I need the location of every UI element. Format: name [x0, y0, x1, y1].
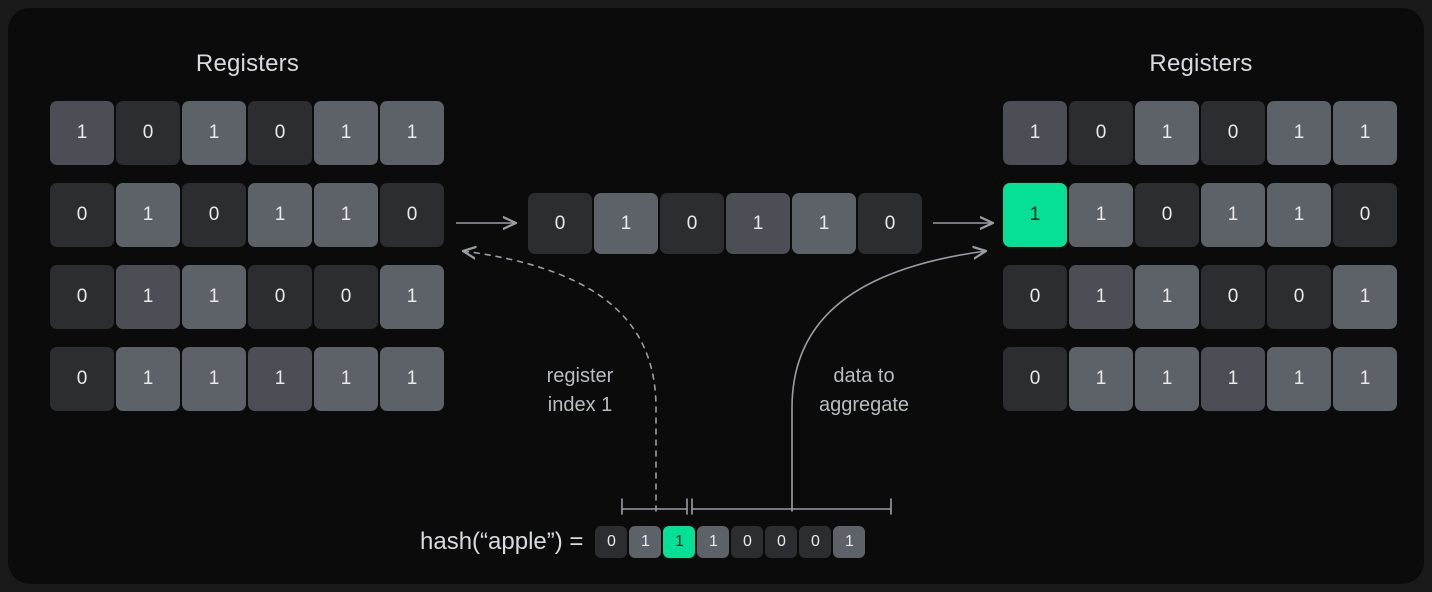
register-cell: 0	[1201, 101, 1265, 165]
register-cell: 1	[1201, 183, 1265, 247]
register-cell-highlighted: 1	[1003, 183, 1067, 247]
register-cell: 0	[1201, 265, 1265, 329]
annotation-register-index: register index 1	[546, 365, 614, 416]
register-cell: 1	[1135, 101, 1199, 165]
selected-register-cell: 1	[594, 193, 658, 254]
register-cell: 1	[314, 101, 378, 165]
register-cell: 1	[1069, 183, 1133, 247]
register-cell: 0	[1003, 347, 1067, 411]
register-cell: 0	[248, 101, 312, 165]
register-cell: 1	[248, 183, 312, 247]
register-cell: 0	[380, 183, 444, 247]
register-cell: 0	[50, 183, 114, 247]
register-cell: 1	[1267, 183, 1331, 247]
register-cell: 1	[116, 265, 180, 329]
hash-bit: 0	[595, 526, 628, 558]
bracket-data-bits	[691, 498, 892, 515]
register-cell: 1	[1069, 265, 1133, 329]
register-cell: 1	[116, 183, 180, 247]
register-cell: 0	[1267, 265, 1331, 329]
selected-register-cell: 1	[792, 193, 856, 254]
register-cell: 0	[182, 183, 246, 247]
selected-register-cell: 1	[726, 193, 790, 254]
hash-bit: 0	[799, 526, 832, 558]
register-cell: 1	[1267, 347, 1331, 411]
register-cell: 1	[380, 347, 444, 411]
registers-title-right: Registers	[1149, 50, 1253, 77]
register-cell: 0	[116, 101, 180, 165]
hash-bit: 0	[765, 526, 798, 558]
register-cell: 1	[1333, 101, 1397, 165]
register-cell: 1	[116, 347, 180, 411]
register-cell: 1	[1135, 347, 1199, 411]
register-cell: 1	[182, 265, 246, 329]
annotation-data-to-aggregate: data to aggregate	[818, 365, 910, 416]
register-cell: 1	[1201, 347, 1265, 411]
register-cell: 1	[1003, 101, 1067, 165]
register-cell: 0	[1333, 183, 1397, 247]
registers-title-left: Registers	[195, 50, 300, 77]
register-cell: 0	[1135, 183, 1199, 247]
bracket-register-index	[621, 498, 688, 515]
register-cell: 0	[50, 265, 114, 329]
hash-bit: 1	[697, 526, 730, 558]
register-cell: 1	[1135, 265, 1199, 329]
selected-register-cell: 0	[858, 193, 922, 254]
register-cell: 1	[1333, 347, 1397, 411]
hash-label: hash(“apple”) =	[420, 528, 584, 555]
register-cell: 1	[380, 265, 444, 329]
register-cell: 0	[1069, 101, 1133, 165]
register-cell: 1	[314, 183, 378, 247]
selected-register-cell: 0	[528, 193, 592, 254]
register-cell: 1	[50, 101, 114, 165]
register-cell: 1	[314, 347, 378, 411]
hash-bit-highlighted: 1	[663, 526, 696, 558]
selected-register-cell: 0	[660, 193, 724, 254]
register-cell: 1	[1267, 101, 1331, 165]
register-cell: 1	[182, 347, 246, 411]
hash-bit: 0	[731, 526, 764, 558]
register-cell: 0	[314, 265, 378, 329]
hash-bit: 1	[833, 526, 866, 558]
register-cell: 1	[380, 101, 444, 165]
register-cell: 1	[1333, 265, 1397, 329]
register-cell: 1	[248, 347, 312, 411]
register-cell: 0	[50, 347, 114, 411]
register-cell: 1	[182, 101, 246, 165]
hash-bit: 1	[629, 526, 662, 558]
register-cell: 1	[1069, 347, 1133, 411]
register-cell: 0	[248, 265, 312, 329]
register-cell: 0	[1003, 265, 1067, 329]
